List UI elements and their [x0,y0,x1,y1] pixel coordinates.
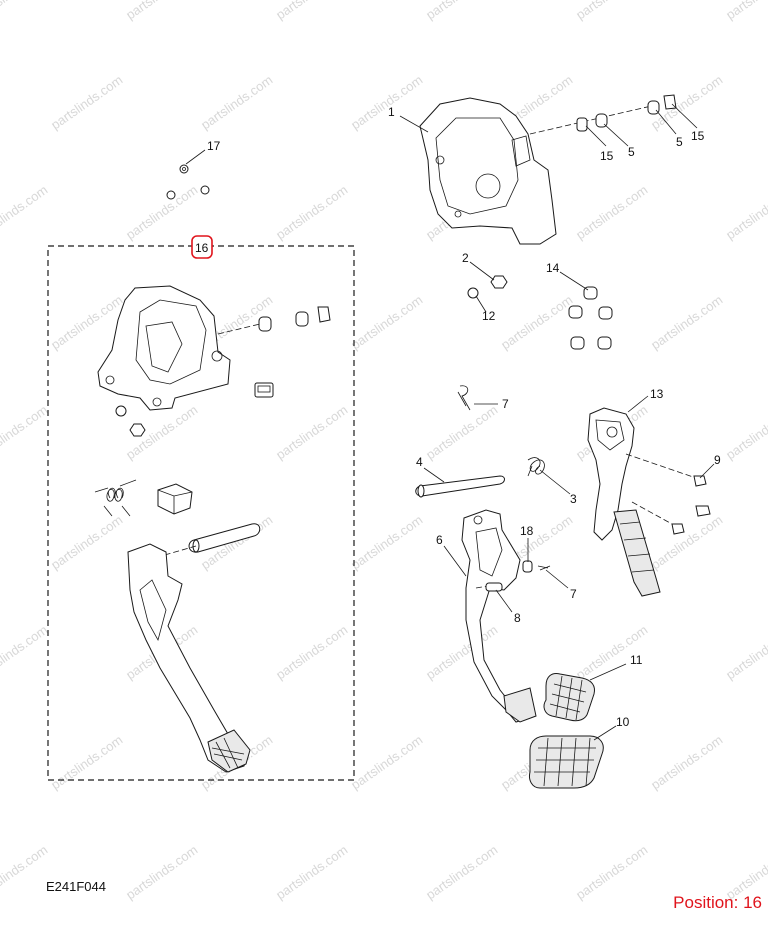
callout-16[interactable]: 16 [195,241,209,255]
watermark-text: partslinds.com [273,622,350,682]
watermark-text: partslinds.com [573,842,650,902]
watermark-text: partslinds.com [573,0,650,22]
part-12-washer[interactable] [467,287,479,299]
watermark-text: partslinds.com [0,622,50,682]
callout-4[interactable]: 4 [416,455,423,469]
watermark-text: partslinds.com [723,622,768,682]
callout-8[interactable]: 8 [514,611,521,625]
watermark-text: partslinds.com [648,732,725,792]
callout-15-right[interactable]: 15 [691,129,705,143]
part-11-pedal-pad[interactable] [543,673,595,722]
callout-10[interactable]: 10 [616,715,630,729]
watermark-text: partslinds.com [348,72,425,132]
watermark-text: partslinds.com [723,0,768,22]
watermark-text: partslinds.com [123,0,200,22]
watermark-text: partslinds.com [273,0,350,22]
part-7-clip-lower[interactable] [537,565,551,571]
callout-5-left[interactable]: 5 [628,145,635,159]
part-15-5-bushings-left[interactable] [576,113,608,132]
watermark-text: partslinds.com [723,182,768,242]
callout-7-lower[interactable]: 7 [570,587,577,601]
part-8-pin[interactable] [485,582,503,592]
callout-12[interactable]: 12 [482,309,496,323]
callout-6[interactable]: 6 [436,533,443,547]
kit-clip[interactable] [254,382,274,398]
part-1-pedal-box-bracket[interactable] [419,97,557,245]
callout-2[interactable]: 2 [462,251,469,265]
part-2-nut[interactable] [490,275,508,289]
callout-9[interactable]: 9 [714,453,721,467]
watermark-text: partslinds.com [573,182,650,242]
callout-11[interactable]: 11 [630,653,643,667]
watermark-text: partslinds.com [0,402,50,462]
watermark-text: partslinds.com [648,512,725,572]
watermark-text: partslinds.com [348,732,425,792]
callout-13[interactable]: 13 [650,387,664,401]
watermark-text: partslinds.com [0,842,50,902]
part-13-accelerator-pedal[interactable] [587,407,661,597]
watermark-text: partslinds.com [648,292,725,352]
watermark-text: partslinds.com [48,72,125,132]
watermark-text: partslinds.com [273,402,350,462]
watermark-text: partslinds.com [0,0,50,22]
watermark-text: partslinds.com [48,512,125,572]
callout-7-upper[interactable]: 7 [502,397,509,411]
callout-15-left[interactable]: 15 [600,149,614,163]
part-14-nuts[interactable] [568,286,613,350]
part-17-nuts[interactable] [166,164,210,200]
kit-return-spring[interactable] [94,479,137,517]
position-16-highlight [191,235,213,259]
part-3-return-spring[interactable] [527,457,545,477]
watermark-text: partslinds.com [273,182,350,242]
watermark-text: partslinds.com [348,512,425,572]
kit-bushing-set[interactable] [258,306,331,332]
part-18-bush[interactable] [522,560,533,573]
callout-17[interactable]: 17 [207,139,221,153]
callout-1[interactable]: 1 [388,105,395,119]
part-10-pedal-pad[interactable] [529,735,604,789]
watermark-text: partslinds.com [48,732,125,792]
kit-pedal-bracket[interactable] [97,285,231,411]
kit-washer[interactable] [115,405,127,417]
callout-5-right[interactable]: 5 [676,135,683,149]
watermark-text: partslinds.com [723,402,768,462]
watermark-text: partslinds.com [423,842,500,902]
watermark-text: partslinds.com [348,292,425,352]
callout-3[interactable]: 3 [570,492,577,506]
watermark-text: partslinds.com [198,72,275,132]
watermark-text: partslinds.com [273,842,350,902]
position-label: Position: 16 [673,893,762,912]
part-9-bolts[interactable] [671,475,711,535]
watermark-text: partslinds.com [423,402,500,462]
watermark-text: partslinds.com [0,182,50,242]
callout-18[interactable]: 18 [520,524,534,538]
kit-brake-pedal[interactable] [127,543,251,773]
part-7-clip-upper[interactable] [457,385,471,411]
watermark-text: partslinds.com [498,292,575,352]
watermark-text: partslinds.com [123,842,200,902]
watermark-text: partslinds.com [123,182,200,242]
kit-switch-block[interactable] [157,483,193,515]
callout-14[interactable]: 14 [546,261,560,275]
part-6-pedal-lever[interactable] [461,509,537,723]
watermark-text: partslinds.com [648,72,725,132]
kit-nut[interactable] [129,423,146,437]
watermark-text: partslinds.com [423,0,500,22]
part-4-pivot-shaft[interactable] [415,475,505,498]
watermark-layer: partslinds.com partslinds.com partslinds.c… [0,0,768,902]
diagram-code: E241F044 [46,879,106,894]
